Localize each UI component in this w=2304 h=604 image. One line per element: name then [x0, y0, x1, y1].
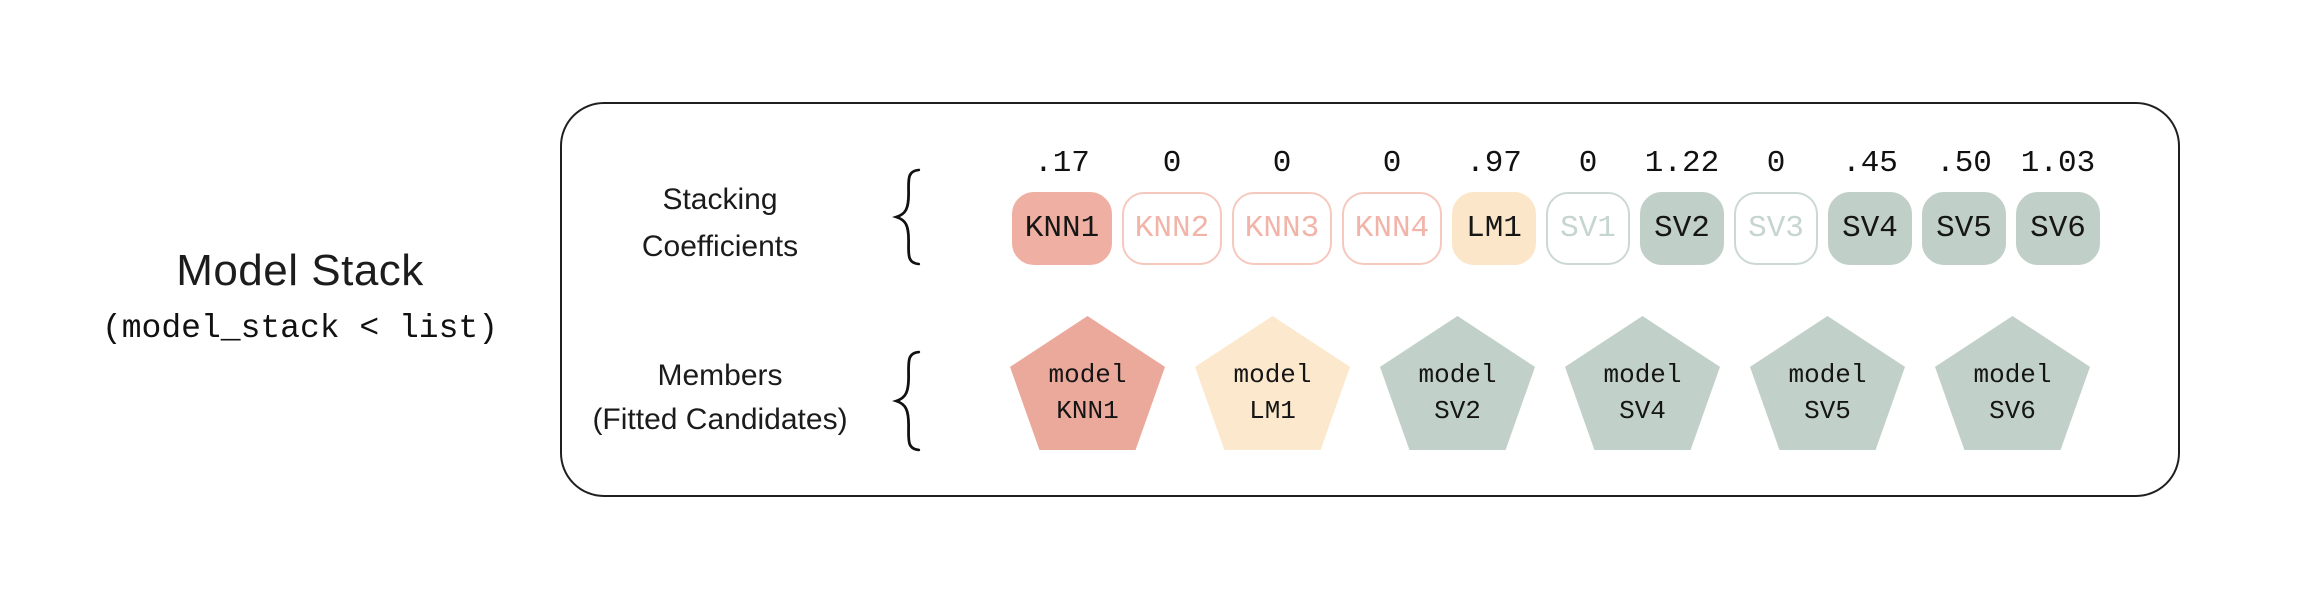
fitted-model-line1: model [1973, 360, 2052, 390]
coefficient-column: 1.22 SV2 [1640, 146, 1724, 265]
model-stack-panel: Stacking Coefficients .17 KNN1 0 KNN2 [560, 102, 2180, 497]
fitted-model-pentagon: model SV4 [1565, 316, 1720, 450]
fitted-model-line1: model [1603, 360, 1682, 390]
coefficient-value: .17 [1034, 146, 1090, 181]
coefficient-column: 0 SV3 [1734, 146, 1818, 265]
coefficient-value: .45 [1842, 146, 1898, 181]
fitted-model-pentagon: model SV6 [1935, 316, 2090, 450]
candidate-box: KNN2 [1122, 192, 1222, 265]
diagram-title: Model Stack [176, 246, 424, 295]
fitted-model-pentagon: model SV5 [1750, 316, 1905, 450]
coefficient-value: .97 [1466, 146, 1522, 181]
fitted-model-line2: SV5 [1804, 396, 1851, 426]
fitted-model-pentagon: model SV2 [1380, 316, 1535, 450]
fitted-model-line1: model [1233, 360, 1312, 390]
candidate-box: SV6 [2016, 192, 2100, 265]
coefficient-column: .50 SV5 [1922, 146, 2006, 265]
coefficient-value: 0 [1162, 146, 1182, 181]
coefficients-label: Stacking Coefficients [590, 176, 850, 270]
fitted-model-line2: SV4 [1619, 396, 1666, 426]
fitted-model-line2: SV6 [1989, 396, 2036, 426]
candidate-box: SV3 [1734, 192, 1818, 265]
fitted-model-line2: LM1 [1249, 396, 1296, 426]
coefficient-column: 0 SV1 [1546, 146, 1630, 265]
coefficient-value: 0 [1766, 146, 1786, 181]
fitted-model-line1: model [1788, 360, 1867, 390]
coefficient-value: 1.03 [2020, 146, 2096, 181]
candidate-box: SV5 [1922, 192, 2006, 265]
members-row: model KNN1 model LM1 model SV2 model SV4 [1010, 316, 2090, 450]
coefficients-brace-icon [892, 168, 922, 266]
fitted-model-line2: KNN1 [1056, 396, 1119, 426]
coefficient-column: 0 KNN4 [1342, 146, 1442, 265]
coefficient-column: .17 KNN1 [1012, 146, 1112, 265]
fitted-model-line1: model [1418, 360, 1497, 390]
fitted-model-pentagon: model LM1 [1195, 316, 1350, 450]
coefficients-label-line1: Stacking [662, 183, 778, 216]
coefficient-value: 0 [1578, 146, 1598, 181]
members-label: Members (Fitted Candidates) [570, 354, 870, 442]
coefficient-row: .17 KNN1 0 KNN2 0 KNN3 0 KNN4 [1012, 146, 2100, 265]
fitted-model-line1: model [1048, 360, 1127, 390]
candidate-box: LM1 [1452, 192, 1536, 265]
candidate-box: SV4 [1828, 192, 1912, 265]
members-brace-icon [892, 350, 922, 452]
members-label-line2: (Fitted Candidates) [592, 403, 848, 436]
coefficient-column: 0 KNN3 [1232, 146, 1332, 265]
fitted-model-line2: SV2 [1434, 396, 1481, 426]
coefficient-column: .45 SV4 [1828, 146, 1912, 265]
candidate-box: KNN3 [1232, 192, 1332, 265]
coefficient-column: 0 KNN2 [1122, 146, 1222, 265]
coefficient-value: .50 [1936, 146, 1992, 181]
coefficient-value: 0 [1272, 146, 1292, 181]
diagram-subtitle-code: (model_stack < list) [101, 310, 499, 347]
coefficients-label-line2: Coefficients [641, 230, 799, 263]
fitted-model-pentagon: model KNN1 [1010, 316, 1165, 450]
candidate-box: KNN1 [1012, 192, 1112, 265]
candidate-box: SV2 [1640, 192, 1724, 265]
coefficient-value: 1.22 [1644, 146, 1720, 181]
coefficient-column: .97 LM1 [1452, 146, 1536, 265]
candidate-box: SV1 [1546, 192, 1630, 265]
members-label-line1: Members [657, 359, 783, 392]
diagram-caption: Model Stack (model_stack < list) [60, 246, 540, 348]
coefficient-value: 0 [1382, 146, 1402, 181]
coefficient-column: 1.03 SV6 [2016, 146, 2100, 265]
candidate-box: KNN4 [1342, 192, 1442, 265]
